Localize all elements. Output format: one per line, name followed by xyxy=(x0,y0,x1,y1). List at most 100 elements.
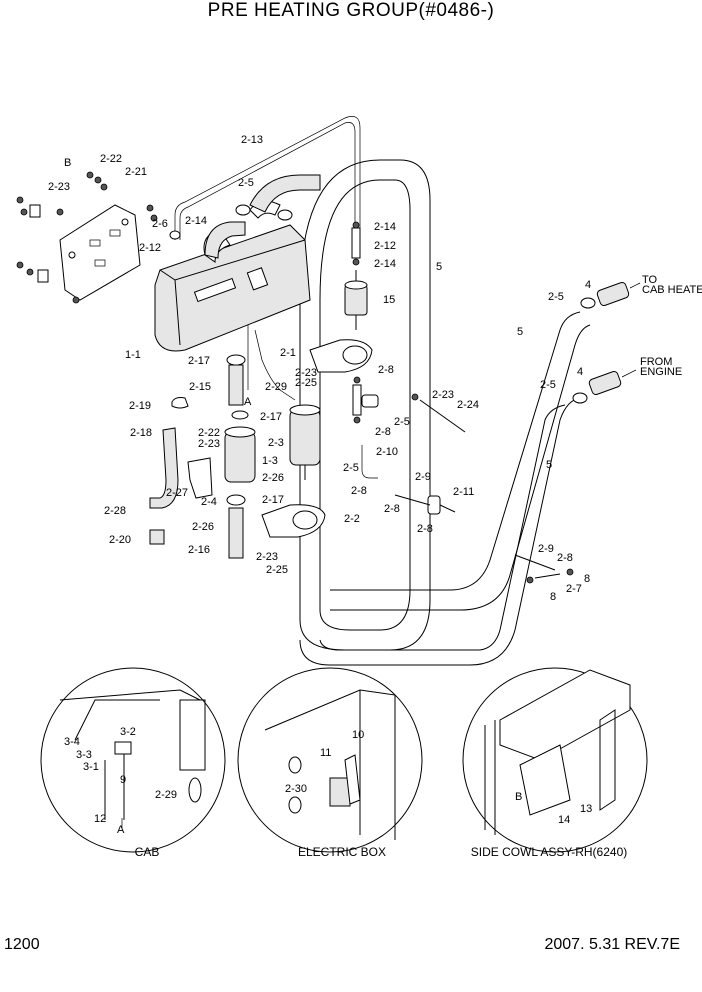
page-number: 1200 xyxy=(4,936,40,953)
part-label: 2-23 xyxy=(432,389,454,401)
detail-caption-side-cowl: SIDE COWL ASSY-RH(6240) xyxy=(471,845,628,859)
part-label: 2-24 xyxy=(457,399,479,411)
clamp-2-2 xyxy=(261,504,326,538)
part-label: 2-2 xyxy=(344,513,360,525)
detail-label: 14 xyxy=(558,814,570,826)
part-label: 2-21 xyxy=(125,166,147,178)
part-label: 2-12 xyxy=(139,242,161,254)
hose-to-cab-heater xyxy=(330,311,591,611)
part-label: 2-9 xyxy=(538,543,554,555)
part-label: 2-15 xyxy=(189,381,211,393)
cap-2-20 xyxy=(149,529,165,545)
bolts-bracket xyxy=(16,171,158,304)
part-label: 2-23 xyxy=(198,438,220,450)
part-label: 2-14 xyxy=(374,258,396,270)
detail-label: 11 xyxy=(320,747,331,759)
revision-date: 2007. 5.31 REV.7E xyxy=(544,936,680,953)
part-label: 2-20 xyxy=(109,534,131,546)
fuel-line-2-13 xyxy=(174,116,361,240)
bracket-2-6 xyxy=(59,204,141,301)
detail-label: B xyxy=(515,791,522,803)
part-label: 2-5 xyxy=(548,291,564,303)
detail-label: A xyxy=(117,824,125,836)
page-title: PRE HEATING GROUP(#0486-) xyxy=(207,0,495,21)
part-label: 2-6 xyxy=(152,218,168,230)
detail-label: 3-2 xyxy=(120,726,136,738)
part-label: 2-17 xyxy=(262,494,284,506)
detail-electric-box xyxy=(237,667,423,853)
tube-2-16 xyxy=(228,507,244,559)
detail-label: 3-4 xyxy=(64,736,80,748)
detail-label: 3-1 xyxy=(83,761,99,773)
detail-cab xyxy=(40,667,226,853)
part-label: 2-13 xyxy=(241,134,263,146)
hose-2-10 xyxy=(361,445,378,479)
part-label: 2-23 xyxy=(48,181,70,193)
part-label: 2-16 xyxy=(188,544,210,556)
detail-label: 3-3 xyxy=(76,749,92,761)
part-label: 2-22 xyxy=(198,427,220,439)
part-label: 2-8 xyxy=(384,503,400,515)
connector-4-cab xyxy=(580,281,630,309)
elbow-hose xyxy=(249,174,321,213)
part-label: 5 xyxy=(546,459,552,471)
part-label: 2-25 xyxy=(266,564,288,576)
part-label: 4 xyxy=(577,366,583,378)
bracket-2-4 xyxy=(187,457,213,499)
part-label: 2-9 xyxy=(415,471,431,483)
part-label: 2-27 xyxy=(166,487,188,499)
part-label: B xyxy=(64,157,71,169)
connector-4-engine xyxy=(572,370,622,404)
part-label: 1-3 xyxy=(262,455,278,467)
part-label: 2-4 xyxy=(201,496,217,508)
part-label: 2-8 xyxy=(417,523,433,535)
part-label: 2-26 xyxy=(192,521,214,533)
part-label: 2-17 xyxy=(260,411,282,423)
part-label: 2-26 xyxy=(262,472,284,484)
part-label: 2-5 xyxy=(343,462,359,474)
part-label: 1-1 xyxy=(125,349,141,361)
part-label: 5 xyxy=(517,326,523,338)
part-label: 5 xyxy=(436,261,442,273)
pipe-2-18 xyxy=(149,427,179,509)
part-label: 2-14 xyxy=(185,215,207,227)
part-label: A xyxy=(244,396,252,408)
detail-label: 12 xyxy=(94,813,106,825)
hose-from-engine xyxy=(299,397,581,666)
part-label: 2-22 xyxy=(100,153,122,165)
part-label: 2-29 xyxy=(265,381,287,393)
part-label: 15 xyxy=(383,294,395,306)
part-label: 2-23 xyxy=(256,551,278,563)
part-label: 2-5 xyxy=(540,379,556,391)
part-label: 4 xyxy=(585,279,591,291)
part-label: 2-11 xyxy=(453,486,474,498)
fuel-pump-15 xyxy=(344,221,368,330)
detail-caption-cab: CAB xyxy=(135,845,160,859)
part-label: 2-12 xyxy=(374,240,396,252)
part-label: 2-14 xyxy=(374,221,396,233)
muffler-2-3 xyxy=(224,426,256,483)
part-label: 2-5 xyxy=(238,177,254,189)
part-label: 2-8 xyxy=(378,364,394,376)
fuel-pump-1-3 xyxy=(289,404,321,480)
part-label: 2-5 xyxy=(394,416,410,428)
detail-label: 2-29 xyxy=(155,789,177,801)
part-label: 2-8 xyxy=(351,485,367,497)
part-label: 2-1 xyxy=(280,347,296,359)
part-label: 2-8 xyxy=(375,426,391,438)
part-label: 2-10 xyxy=(376,446,398,458)
detail-label: 13 xyxy=(580,803,592,815)
part-label: 2-18 xyxy=(130,427,152,439)
part-label: 2-28 xyxy=(104,505,126,517)
part-label: 2-25 xyxy=(295,377,317,389)
part-label: 8 xyxy=(584,573,590,585)
part-label: 2-8 xyxy=(557,552,573,564)
part-label: 8 xyxy=(550,591,556,603)
part-label: 2-19 xyxy=(129,400,151,412)
detail-side-cowl xyxy=(462,667,648,853)
part-label: 2-7 xyxy=(566,583,582,595)
